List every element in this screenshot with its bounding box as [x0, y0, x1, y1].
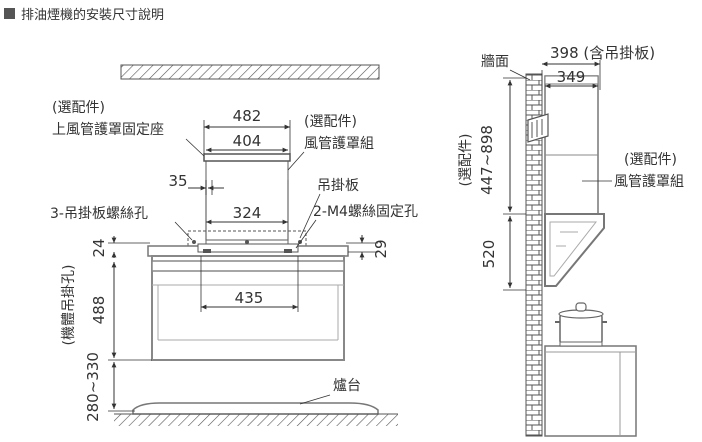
dim-24: 24 [90, 238, 108, 257]
counter-hatch [114, 414, 398, 426]
dim-398: 398 (含吊掛板) [550, 44, 655, 62]
upper-mount-optional-label: (選配件) [52, 100, 105, 116]
upper-duct-mount [203, 153, 291, 162]
screw-hole [245, 240, 249, 244]
dim-520: 520 [480, 240, 498, 269]
ceiling-hatch [120, 64, 380, 80]
m4-screw-hole [203, 249, 211, 253]
bracket-screw-holes-label: 3-吊掛板螺絲孔 [50, 206, 148, 222]
dim-29: 29 [372, 239, 390, 258]
side-optional-label: (選配件) [458, 134, 474, 187]
side-duct-optional-label: (選配件) [624, 152, 677, 168]
page-title: 排油煙機的安裝尺寸說明 [21, 7, 165, 23]
duct-cover [205, 157, 289, 241]
page-header: 排油煙機的安裝尺寸說明 [4, 4, 165, 23]
dim-435: 435 [235, 289, 264, 307]
dim-488: 488 [90, 296, 108, 325]
m4-screw-holes-label: 2-M4螺絲固定孔 [313, 204, 418, 220]
dim-482: 482 [233, 107, 262, 125]
dim-447-898: 447~898 [478, 125, 496, 195]
screw-hole [192, 240, 196, 244]
body-hanging-hole-label: (機體吊掛孔) [61, 265, 77, 346]
side-duct-cover [544, 75, 599, 215]
dim-404: 404 [233, 132, 262, 150]
stove-label: 爐台 [333, 378, 361, 394]
wall-vent [527, 113, 549, 143]
bracket-plate [197, 243, 299, 253]
m4-screw-hole [284, 249, 292, 253]
brick-wall [525, 73, 543, 437]
dim-324: 324 [233, 204, 262, 222]
duct-cover-label: 風管護罩組 [304, 136, 374, 152]
stove-top [132, 402, 379, 415]
dim-35: 35 [168, 172, 187, 190]
dim-280-330: 280~330 [84, 352, 102, 422]
side-cabinet [544, 345, 637, 437]
side-duct-cover-label: 風管護罩組 [614, 174, 684, 190]
duct-cover-optional-label: (選配件) [304, 114, 357, 130]
hanging-bracket-outline [187, 230, 307, 259]
hanging-bracket-label: 吊掛板 [317, 178, 359, 194]
front-view: 482 404 35 324 435 24 488 (機體吊掛孔) 280~33… [50, 64, 418, 426]
dim-349: 349 [557, 68, 586, 86]
square-bullet-icon [4, 7, 15, 19]
wall-label: 牆面 [481, 54, 509, 70]
upper-mount-label: 上風管護罩固定座 [52, 122, 164, 138]
side-view: 398 (含吊掛板) 349 牆面 (選配件) 447~898 520 (選配件… [458, 44, 684, 437]
